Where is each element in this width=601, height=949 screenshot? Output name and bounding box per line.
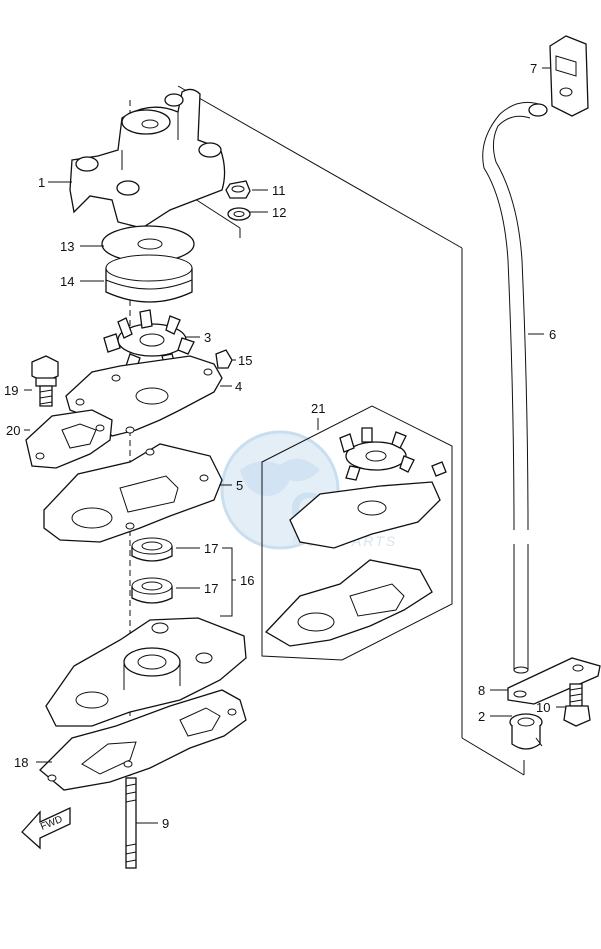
repair-kit-21 xyxy=(261,405,453,661)
water-tube-6 xyxy=(482,101,548,674)
label-part-7: 7 xyxy=(530,61,537,76)
label-part-13: 13 xyxy=(60,239,74,254)
seal-17-upper xyxy=(131,537,173,562)
fwd-arrow-icon: FWD xyxy=(21,806,71,850)
key-15 xyxy=(215,349,233,369)
label-part-14: 14 xyxy=(60,274,74,289)
gasket-18 xyxy=(39,689,247,791)
stud-9 xyxy=(125,777,137,869)
seal-17-lower xyxy=(131,577,173,604)
label-part-5: 5 xyxy=(236,478,243,493)
label-part-1: 1 xyxy=(38,175,45,190)
label-part-16: 16 xyxy=(240,573,254,588)
label-part-17-upper: 17 xyxy=(204,541,218,556)
label-part-11: 11 xyxy=(272,183,286,198)
callout-leaders xyxy=(24,67,566,824)
label-part-15: 15 xyxy=(238,353,252,368)
label-part-3: 3 xyxy=(204,330,211,345)
grommet-7 xyxy=(549,35,589,117)
bolt-19 xyxy=(31,355,59,407)
washer-12 xyxy=(227,207,251,221)
nut-11 xyxy=(225,180,251,199)
label-part-2: 2 xyxy=(478,709,485,724)
bushing-2 xyxy=(509,713,543,750)
plate-8 xyxy=(507,657,601,705)
label-part-8: 8 xyxy=(478,683,485,698)
label-part-6: 6 xyxy=(549,327,556,342)
label-part-9: 9 xyxy=(162,816,169,831)
pump-case xyxy=(69,88,226,229)
gasket-20 xyxy=(25,409,113,469)
callout-labels: 1 11 12 13 14 3 15 4 19 20 5 17 16 17 18… xyxy=(4,61,556,831)
bolt-10 xyxy=(563,683,591,727)
label-part-10: 10 xyxy=(536,700,550,715)
label-part-4: 4 xyxy=(235,379,242,394)
gasket-5 xyxy=(43,443,223,543)
label-part-19: 19 xyxy=(4,383,18,398)
label-part-17-lower: 17 xyxy=(204,581,218,596)
lower-housing xyxy=(45,617,247,727)
label-part-21: 21 xyxy=(311,401,325,416)
liner-14 xyxy=(105,254,193,303)
label-part-20: 20 xyxy=(6,423,20,438)
label-part-12: 12 xyxy=(272,205,286,220)
label-part-18: 18 xyxy=(14,755,28,770)
